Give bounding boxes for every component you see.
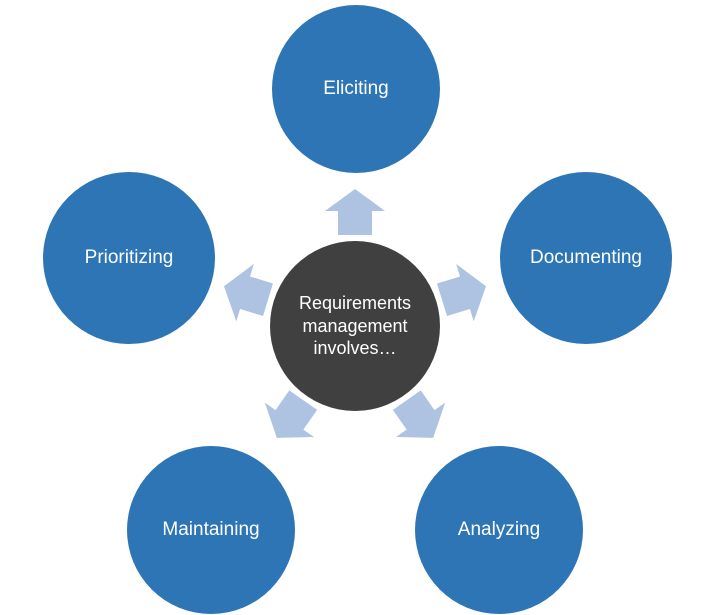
arrow-to-eliciting — [325, 189, 385, 235]
arrow-to-documenting — [437, 264, 486, 322]
node-documenting-label: Documenting — [530, 247, 642, 269]
arrow-to-maintaining — [264, 390, 318, 438]
node-maintaining: Maintaining — [127, 446, 295, 614]
node-prioritizing: Prioritizing — [43, 172, 215, 344]
node-analyzing: Analyzing — [415, 446, 583, 614]
arrow-to-prioritizing — [224, 264, 273, 322]
center-node: Requirements management involves… — [270, 241, 440, 411]
node-eliciting-label: Eliciting — [323, 78, 389, 100]
center-node-label: Requirements management involves… — [298, 293, 412, 359]
arrow-to-analyzing — [392, 390, 446, 438]
node-analyzing-label: Analyzing — [457, 519, 541, 541]
node-eliciting: Eliciting — [272, 5, 440, 173]
node-maintaining-label: Maintaining — [162, 519, 260, 541]
node-prioritizing-label: Prioritizing — [84, 247, 174, 269]
node-documenting: Documenting — [500, 172, 672, 344]
